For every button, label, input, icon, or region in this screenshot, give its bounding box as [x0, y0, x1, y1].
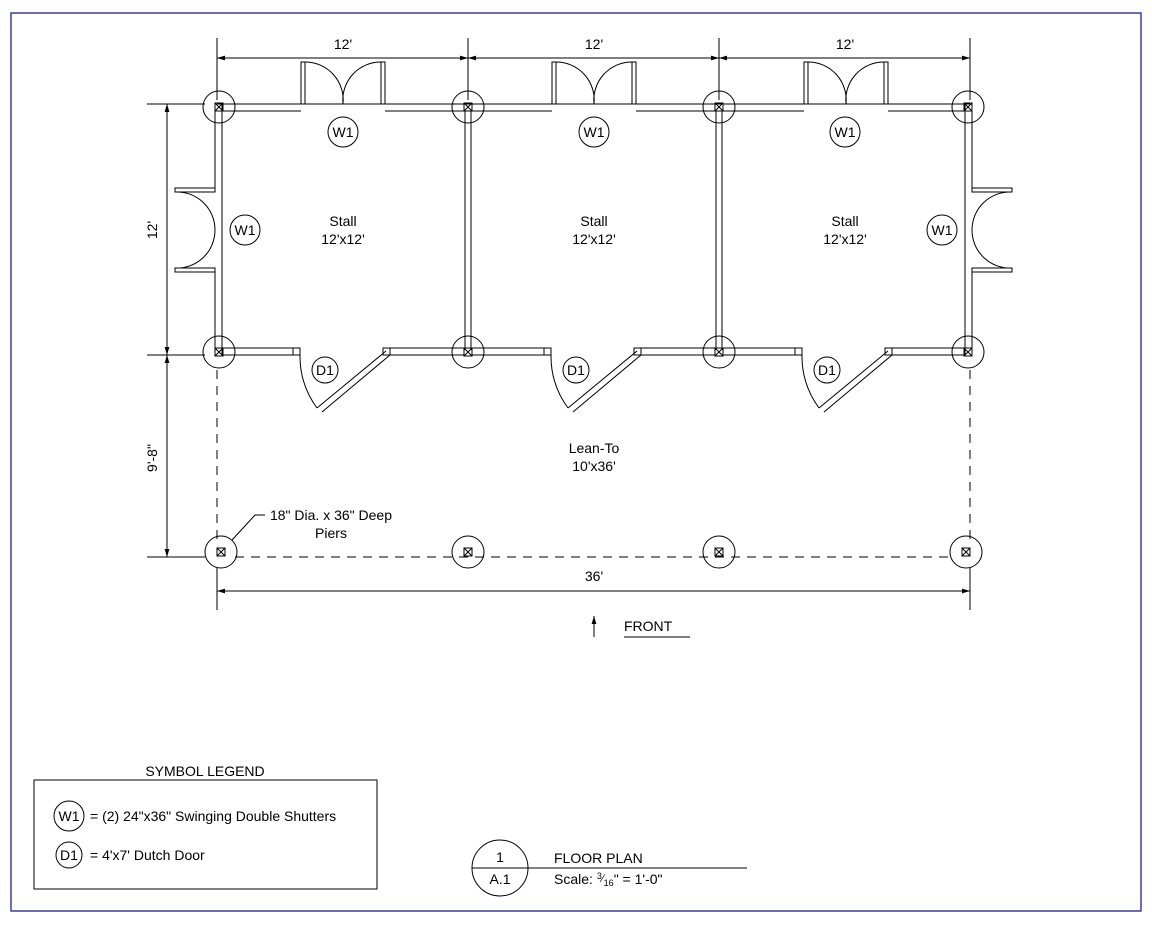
- scale-denominator: 16: [604, 878, 614, 888]
- window-tag: W1: [835, 124, 856, 140]
- dim-stall-depth: 12': [144, 221, 160, 239]
- front-label: FRONT: [624, 618, 673, 634]
- room-stall-1-name: Stall: [329, 213, 356, 229]
- window-tag: W1: [932, 222, 953, 238]
- scale-prefix: Scale:: [554, 871, 597, 887]
- window-tag: W1: [333, 124, 354, 140]
- legend-w1-tag: W1: [59, 808, 80, 824]
- room-leanto-name: Lean-To: [569, 440, 620, 456]
- scale-suffix: " = 1'-0": [614, 871, 663, 887]
- door-tag: D1: [567, 362, 585, 378]
- drawing-title: FLOOR PLAN: [554, 850, 643, 866]
- dim-overall-width: 36': [585, 568, 603, 584]
- legend-title: SYMBOL LEGEND: [145, 763, 264, 779]
- legend-d1-text: = 4'x7' Dutch Door: [90, 847, 205, 863]
- dim-leanto-depth: 9'-8": [144, 444, 160, 472]
- window-tag: W1: [235, 222, 256, 238]
- plan-geometry: [33, 38, 1013, 897]
- room-leanto-size: 10'x36': [572, 458, 616, 474]
- room-stall-1-size: 12'x12': [321, 231, 365, 247]
- pier-note-line2: Piers: [315, 525, 347, 541]
- sheet-number: A.1: [489, 871, 510, 887]
- pier-note-line1: 18" Dia. x 36" Deep: [270, 507, 392, 523]
- door-tag: D1: [818, 362, 836, 378]
- room-stall-2-name: Stall: [580, 213, 607, 229]
- drawing-scale: Scale: 3⁄16" = 1'-0": [554, 871, 663, 888]
- door-tag: D1: [316, 362, 334, 378]
- legend-d1-tag: D1: [60, 847, 78, 863]
- sheet-border: [10, 12, 1142, 912]
- legend-w1-text: = (2) 24"x36" Swinging Double Shutters: [90, 808, 336, 824]
- room-stall-2-size: 12'x12': [572, 231, 616, 247]
- room-stall-3-name: Stall: [831, 213, 858, 229]
- dim-stall-3-width: 12': [836, 36, 854, 52]
- window-tag: W1: [584, 124, 605, 140]
- room-stall-3-size: 12'x12': [823, 231, 867, 247]
- dim-stall-2-width: 12': [585, 36, 603, 52]
- scale-numerator: 3: [597, 871, 602, 881]
- dim-stall-1-width: 12': [334, 36, 352, 52]
- drawing-number: 1: [496, 849, 504, 865]
